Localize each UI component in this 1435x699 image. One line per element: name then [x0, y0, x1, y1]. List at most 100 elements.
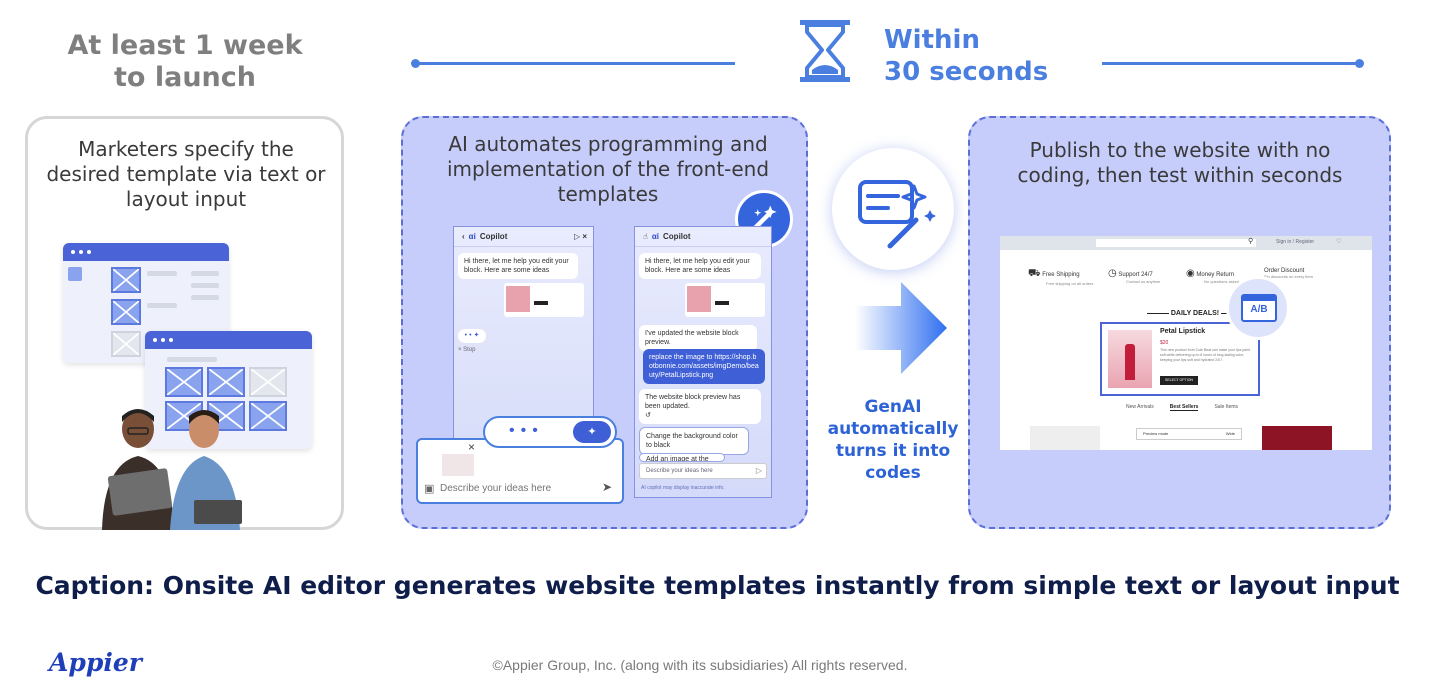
feature-title: Order Discount: [1264, 268, 1305, 274]
marketers-photo: [90, 404, 270, 530]
preview-button: [715, 301, 729, 305]
chat-greeting-bubble: Hi there, let me help you edit your bloc…: [639, 253, 761, 279]
caption: Caption: Onsite AI editor generates webs…: [35, 571, 1400, 600]
genai-label: GenAI automatically turns it into codes: [820, 396, 966, 484]
wireframe-text-line: [191, 283, 219, 288]
wireframe-text-line: [191, 295, 219, 300]
select-option-button[interactable]: SELECT OPTION: [1160, 376, 1198, 385]
hourglass-icon: [798, 18, 852, 84]
wireframe-text-line: [191, 271, 219, 276]
chevron-left-icon[interactable]: ‹: [462, 232, 465, 241]
chat-update-bubble-2: The website block preview has been updat…: [639, 389, 761, 424]
chat-input-placeholder: Describe your ideas here: [646, 468, 713, 474]
search-icon[interactable]: ⚲: [1248, 238, 1254, 245]
website-topbar: ⚲ Sign in / Register ♡: [1000, 236, 1372, 250]
copilot-chat-right: ☝ αi Copilot Hi there, let me help you e…: [634, 226, 772, 498]
suggestion-chip-1[interactable]: Change the background color to black: [639, 427, 749, 455]
timeline-dot-right: [1355, 59, 1364, 68]
pointer-icon: ☝: [643, 232, 648, 241]
product-name: Petal Lipstick: [1160, 328, 1206, 335]
lipstick-thumbnail: [506, 286, 530, 312]
preview-mode-bar: Preview mode Wide: [1136, 428, 1242, 440]
genai-label-line3: turns it into: [835, 441, 951, 461]
right-duration-line1: Within: [884, 25, 980, 55]
feature-title: Money Return: [1196, 272, 1235, 278]
send-icon[interactable]: ▷: [755, 466, 762, 475]
left-duration-line1: At least 1 week: [67, 30, 303, 61]
wireframe-image-placeholder: [111, 331, 141, 357]
ideas-input[interactable]: [440, 480, 590, 496]
wireframe-image-placeholder: [111, 299, 141, 325]
feature-sub: No questions asked: [1204, 279, 1240, 284]
deals-title: DAILY DEALS!: [1170, 310, 1220, 317]
product-thumb-jacket: [1030, 426, 1100, 450]
floating-input-box: × ▣ ➤: [416, 438, 624, 504]
ab-badge: A/B: [1250, 304, 1268, 315]
feature-sub: Big discounts on every item: [1264, 274, 1313, 279]
preview-mode-label: Preview mode: [1143, 431, 1169, 436]
feature-order-discount: Order Discount Big discounts on every it…: [1264, 268, 1313, 279]
truck-icon: ⛟: [1028, 268, 1041, 279]
wireframe-text-line: [147, 303, 177, 308]
wireframe-image-placeholder: [165, 367, 203, 397]
send-icon[interactable]: ➤: [602, 480, 613, 494]
ab-test-icon: A/B: [1226, 276, 1290, 340]
feature-title: Support 24/7: [1118, 272, 1153, 278]
right-duration-heading: Within 30 seconds: [884, 24, 1048, 88]
copilot-logo-icon: αi: [468, 232, 476, 241]
wireframe-text-line: [167, 357, 217, 362]
step1-panel: Marketers specify the desired template v…: [25, 116, 344, 530]
step2-title: AI automates programming and implementat…: [446, 132, 770, 206]
wireframe-front: [145, 331, 312, 449]
tab-best-sellers[interactable]: Best Sellers: [1169, 404, 1199, 411]
tab-new-arrivals[interactable]: New Arrivals: [1126, 404, 1154, 410]
wireframe-avatar: [68, 267, 82, 281]
preview-card: [685, 283, 765, 317]
typing-dots: •••: [509, 422, 544, 439]
wishlist-icon[interactable]: ♡: [1336, 239, 1342, 245]
chat-title: Copilot: [663, 232, 691, 241]
feature-money-return: ◉ Money Return No questions asked: [1186, 268, 1239, 284]
website-preview: ⚲ Sign in / Register ♡ ⛟ Free Shipping F…: [1000, 236, 1372, 450]
loading-pill: • • ✦: [458, 329, 486, 343]
chat-disclaimer: AI copilot may display inaccurate info.: [641, 485, 725, 491]
product-card[interactable]: Petal Lipstick $20 This new product from…: [1100, 322, 1260, 396]
login-link[interactable]: Sign in / Register: [1276, 239, 1315, 245]
left-duration-heading: At least 1 week to launch: [40, 30, 330, 94]
ai-template-icon: [832, 148, 954, 270]
attachment-thumbnail: [442, 454, 474, 476]
sparkle-button[interactable]: ✦: [573, 421, 611, 443]
preview-mode-toggle[interactable]: Wide: [1225, 431, 1235, 436]
copilot-logo-icon: αi: [651, 232, 660, 241]
chat-header: ☝ αi Copilot: [635, 227, 771, 247]
wireframe-back-titlebar: [63, 243, 229, 261]
feature-title: Free Shipping: [1042, 272, 1080, 278]
arrow-right-icon: [855, 282, 947, 374]
support-icon: ◷: [1108, 268, 1117, 279]
close-icon[interactable]: ×: [468, 440, 476, 454]
undo-icon[interactable]: ↺: [645, 412, 651, 419]
chat-title: Copilot: [479, 232, 508, 241]
chat-input-field[interactable]: Describe your ideas here ▷: [639, 463, 767, 479]
timeline-line-left: [415, 62, 735, 65]
step1-title: Marketers specify the desired template v…: [46, 137, 326, 211]
wireframe-image-placeholder: [249, 367, 287, 397]
suggestion-chip-2[interactable]: Add an image at the bottom: [639, 453, 725, 462]
stop-button[interactable]: × Stop: [458, 347, 476, 353]
genai-label-line2: automatically: [827, 419, 959, 439]
product-description: This new product from Cute Beat can make…: [1160, 348, 1250, 362]
right-duration-line2: 30 seconds: [884, 57, 1049, 87]
feature-sub: Contact us anytime: [1126, 279, 1161, 284]
product-thumb-red: [1262, 426, 1332, 450]
wireframe-front-titlebar: [145, 331, 312, 349]
image-icon[interactable]: ▣: [424, 483, 435, 495]
feature-free-shipping: ⛟ Free Shipping Free shipping on all ord…: [1028, 268, 1093, 286]
wireframe-image-placeholder: [111, 267, 141, 293]
send-icon[interactable]: ▷ ×: [573, 232, 587, 241]
tab-sale-items[interactable]: Sale Items: [1214, 404, 1239, 410]
chat-header: ‹ αi Copilot ▷ ×: [454, 227, 593, 247]
feature-support: ◷ Support 24/7 Contact us anytime: [1108, 268, 1160, 284]
chat-update-text: The website block preview has been updat…: [645, 394, 741, 410]
genai-label-line1: GenAI: [864, 397, 922, 417]
website-search-input[interactable]: [1096, 239, 1256, 247]
